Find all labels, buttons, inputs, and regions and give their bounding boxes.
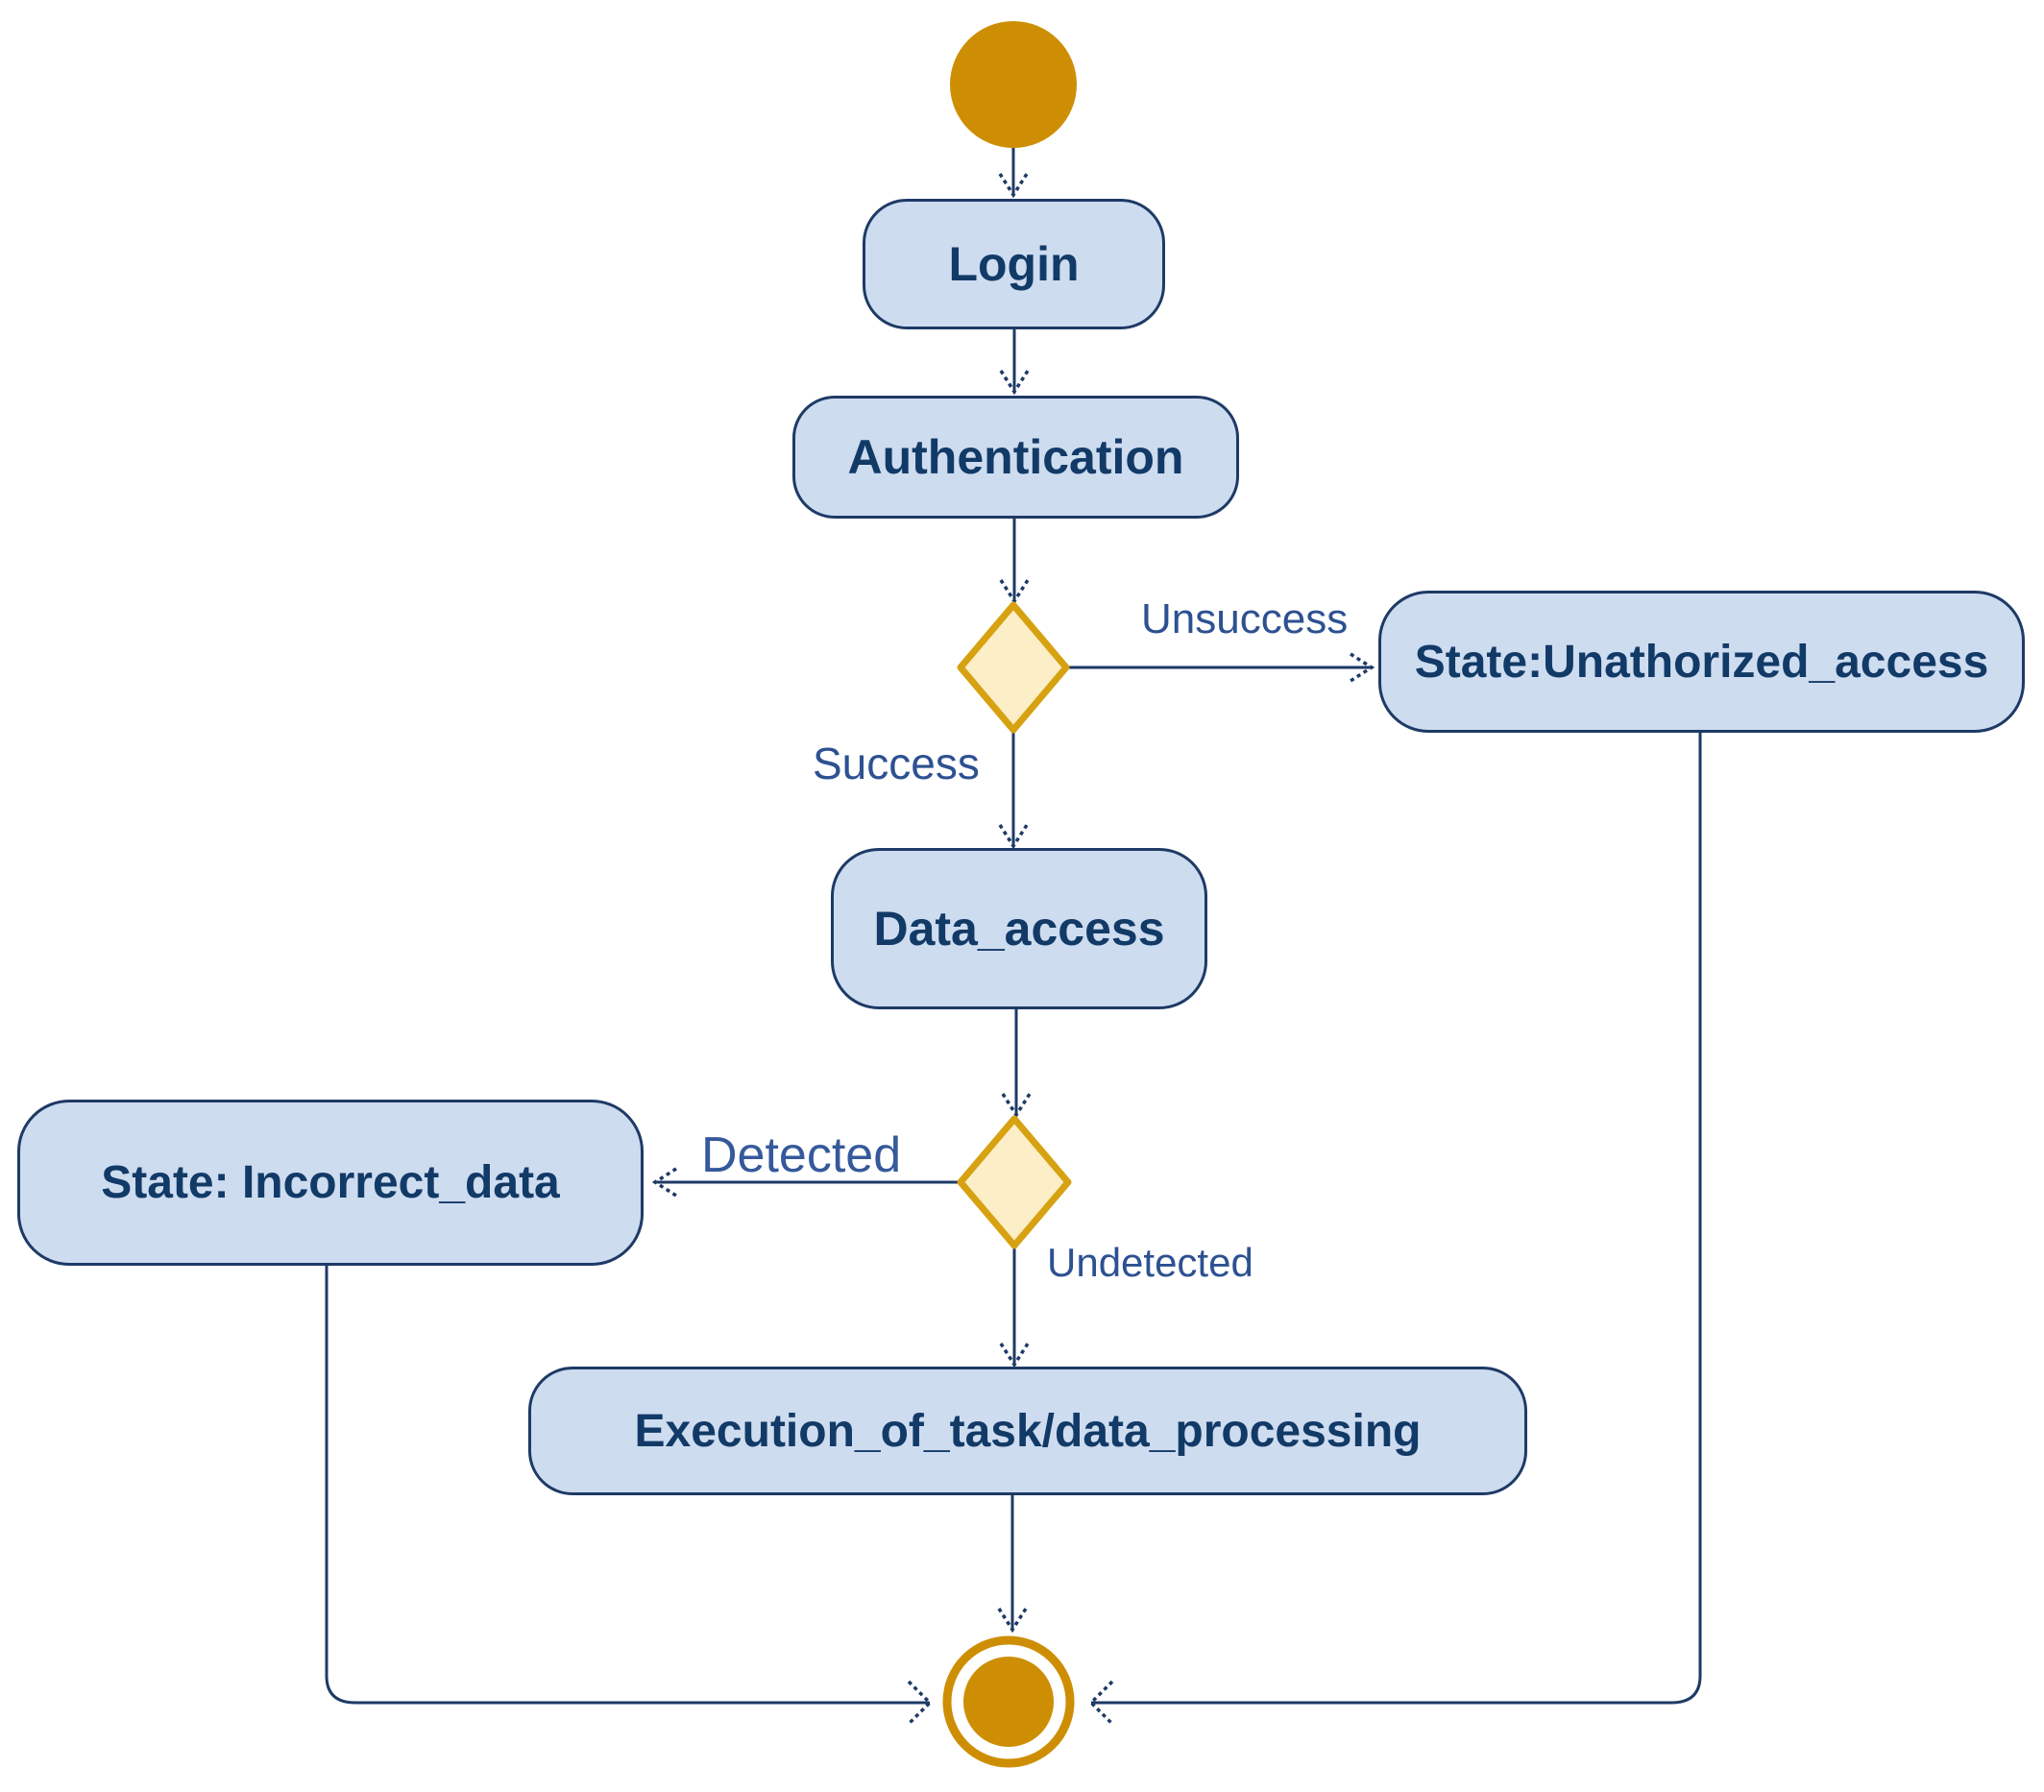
arrowhead-into-decision1 (999, 579, 1030, 605)
node-execution-of-task-label: Execution_of_task/data_processing (634, 1405, 1422, 1457)
arrowhead-into-execution (999, 1343, 1030, 1368)
node-execution-of-task: Execution_of_task/data_processing (528, 1367, 1527, 1495)
arrowhead-into-unauthorized (1350, 652, 1375, 683)
arrowhead-into-end-top (997, 1608, 1028, 1634)
node-data-access: Data_access (831, 848, 1207, 1009)
final-node-core (963, 1657, 1054, 1747)
node-data-access-label: Data_access (873, 902, 1165, 956)
arrowhead-into-login (998, 173, 1029, 199)
edge-label-unsuccess: Unsuccess (1141, 595, 1349, 642)
arrowhead-into-authentication (999, 370, 1030, 396)
arrowhead-into-incorrect-data (651, 1167, 677, 1198)
node-unauthorized-access-label: State:Unathorized_access (1414, 636, 1989, 688)
node-login: Login (863, 199, 1165, 329)
node-login-label: Login (948, 237, 1080, 291)
edge-label-undetected: Undetected (1047, 1240, 1253, 1285)
edge-unauthorized-end (1091, 733, 1702, 1705)
arrowhead-into-decision2 (1001, 1093, 1032, 1119)
decision-diamond-detection (957, 1115, 1072, 1249)
arrowhead-into-data-access (998, 824, 1029, 850)
edge-label-success: Success (813, 739, 980, 788)
edge-label-detected: Detected (701, 1127, 902, 1183)
initial-node (950, 21, 1077, 148)
node-authentication-label: Authentication (847, 430, 1184, 484)
node-incorrect-data: State: Incorrect_data (17, 1100, 644, 1266)
node-incorrect-data-label: State: Incorrect_data (101, 1157, 560, 1208)
arrowhead-into-end-right (1088, 1680, 1114, 1726)
arrowhead-into-end-left (907, 1680, 933, 1726)
edge-incorrect-data-end (325, 1266, 930, 1705)
node-unauthorized-access: State:Unathorized_access (1378, 591, 2025, 733)
decision-diamond-authentication (957, 601, 1070, 734)
node-authentication: Authentication (792, 396, 1239, 519)
